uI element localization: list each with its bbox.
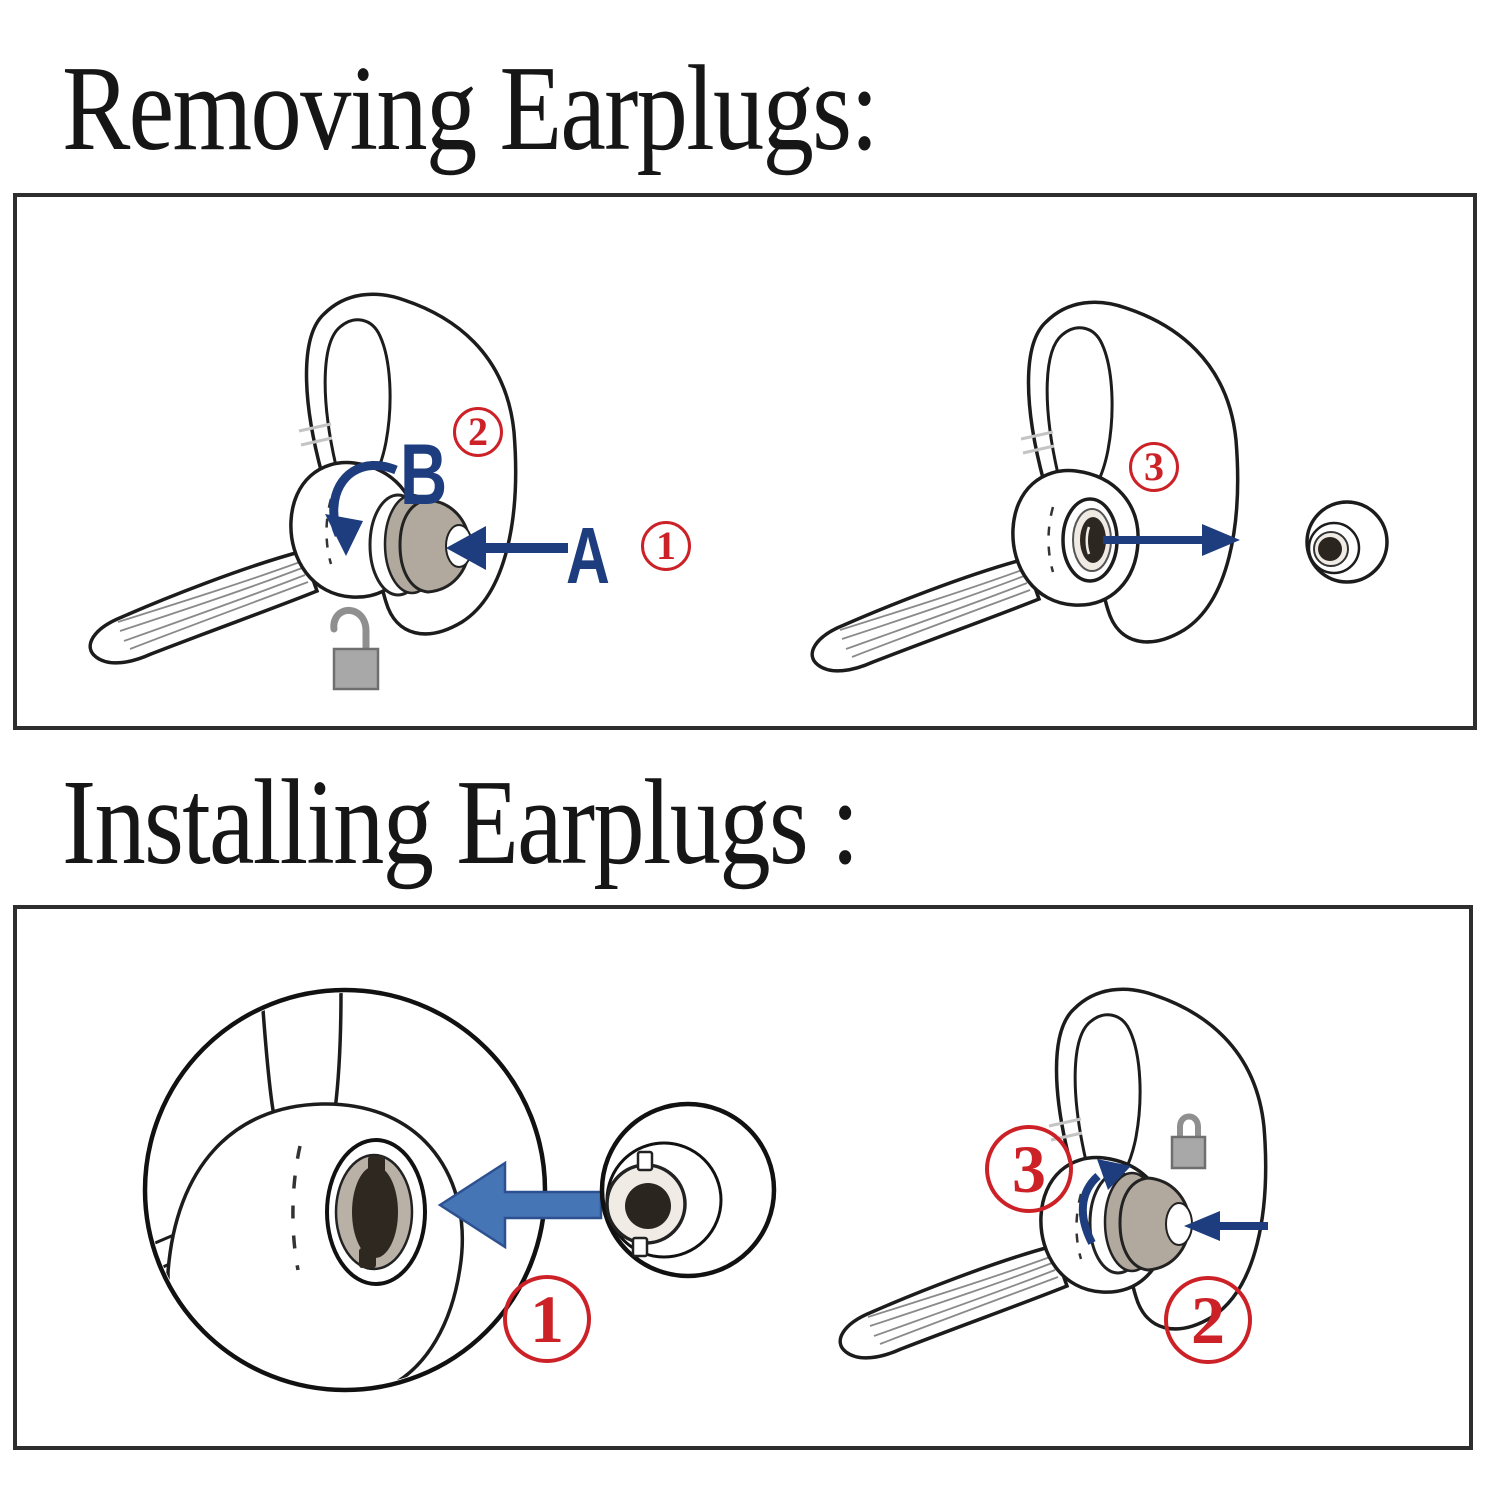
removing-title: Removing Earplugs: <box>62 41 879 176</box>
removing-step-3-badge: 3 <box>1129 442 1179 492</box>
removing-right-headset <box>810 300 1240 673</box>
removing-left-headset <box>88 292 518 665</box>
removing-step-2-badge: 2 <box>453 407 503 457</box>
removed-earplug <box>1305 500 1389 584</box>
removing-step-1-badge: 1 <box>641 521 691 571</box>
label-a: A <box>566 511 610 600</box>
magnified-socket <box>325 1138 427 1286</box>
open-padlock-icon <box>330 606 380 691</box>
installing-title: Installing Earplugs : <box>62 755 860 890</box>
insert-arrow-icon <box>437 1160 603 1250</box>
push-arrow-icon <box>1184 1211 1268 1241</box>
pull-arrow-a-icon <box>446 526 568 570</box>
installing-step-2-badge: 2 <box>1164 1276 1252 1364</box>
closed-padlock-icon <box>1170 1113 1207 1170</box>
magnifier-circle <box>142 987 548 1393</box>
installing-step-1-badge: 1 <box>503 1275 591 1363</box>
label-b: B <box>400 427 448 523</box>
rotate-lock-arrow-icon <box>1078 1159 1131 1245</box>
large-earplug <box>599 1101 777 1279</box>
installing-step-3-badge: 3 <box>985 1125 1073 1213</box>
rotate-arrow-b-icon <box>325 460 398 556</box>
extract-arrow-icon <box>1103 524 1240 556</box>
removing-right-socket <box>1061 497 1119 583</box>
